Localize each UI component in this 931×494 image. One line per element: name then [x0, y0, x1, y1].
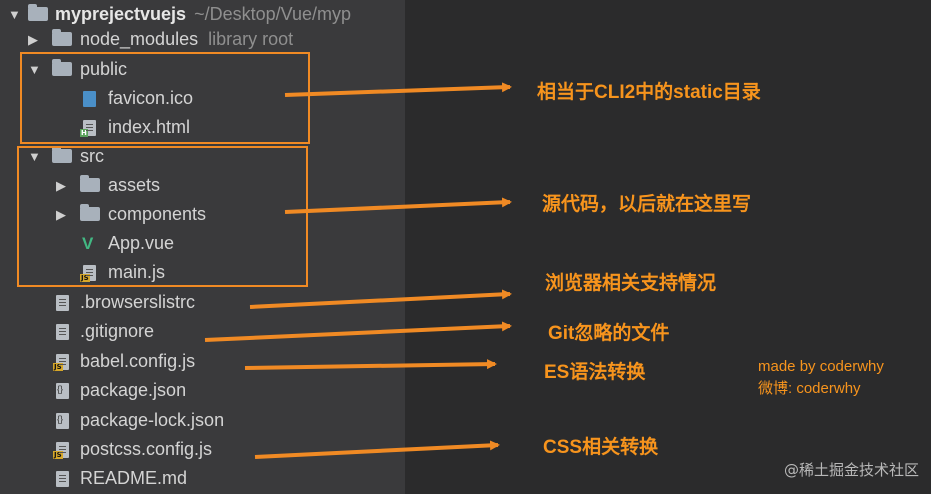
browserslistrc-label: .browserslistrc — [80, 292, 196, 312]
expand-arrow-icon[interactable]: ▼ — [28, 62, 41, 77]
annotation-public: 相当于CLI2中的static目录 — [537, 82, 761, 103]
postcss-config-label: postcss.config.js — [80, 439, 213, 459]
readme-label: README.md — [80, 468, 188, 488]
arrow-postcss — [254, 440, 500, 459]
arrow-babel — [244, 359, 497, 370]
root-folder-path: ~/Desktop/Vue/myp — [194, 4, 351, 24]
collapse-arrow-icon[interactable]: ▶ — [28, 32, 38, 47]
html-file-icon: H — [80, 120, 96, 137]
public-highlight-box — [20, 52, 310, 144]
index-html-label: index.html — [108, 117, 191, 137]
babel-config-label: babel.config.js — [80, 351, 196, 371]
assets-label: assets — [108, 175, 161, 195]
root-folder-name: myprejectvuejs — [55, 4, 187, 24]
components-label: components — [108, 204, 207, 224]
annotation-postcss: CSS相关转换 — [543, 437, 659, 458]
json-file-icon — [56, 383, 69, 399]
annotation-babel: ES语法转换 — [544, 362, 646, 383]
credit-block: made by coderwhy 微博: coderwhy — [758, 356, 884, 400]
json-file-icon — [56, 413, 69, 429]
favicon-label: favicon.ico — [108, 88, 194, 108]
src-folder-label: src — [80, 146, 104, 166]
expand-arrow-icon[interactable]: ▼ — [8, 7, 21, 22]
node-modules-label: node_modules — [80, 29, 199, 49]
credit-line-2: 微博: coderwhy — [758, 380, 861, 397]
js-file-icon: JS — [53, 442, 69, 459]
js-file-icon: JS — [80, 265, 96, 282]
arrow-public — [284, 82, 512, 97]
image-file-icon — [83, 91, 96, 107]
main-js-label: main.js — [108, 262, 166, 282]
app-vue-label: App.vue — [108, 233, 175, 253]
folder-icon — [52, 59, 72, 76]
folder-icon — [28, 4, 48, 21]
annotation-browserslist: 浏览器相关支持情况 — [545, 273, 717, 294]
src-highlight-box — [17, 146, 308, 287]
collapse-arrow-icon[interactable]: ▶ — [56, 207, 66, 222]
folder-icon — [80, 175, 100, 192]
arrow-browserslist — [249, 289, 512, 309]
expand-arrow-icon[interactable]: ▼ — [28, 149, 41, 164]
text-file-icon — [56, 295, 69, 311]
project-tree-panel: ▼ myprejectvuejs ~/Desktop/Vue/myp ▶ node… — [0, 0, 405, 494]
markdown-file-icon — [56, 471, 69, 487]
arrow-gitignore — [204, 321, 512, 342]
watermark: @稀土掘金技术社区 — [783, 461, 919, 479]
folder-icon — [80, 204, 100, 221]
library-root-tag: library root — [208, 29, 294, 49]
folder-icon — [52, 146, 72, 163]
public-folder-label: public — [80, 59, 128, 79]
collapse-arrow-icon[interactable]: ▶ — [56, 178, 66, 193]
text-file-icon — [56, 324, 69, 340]
folder-icon — [52, 29, 72, 46]
annotation-gitignore: Git忽略的文件 — [548, 323, 670, 344]
package-json-label: package.json — [80, 380, 187, 400]
vue-file-icon: V — [82, 234, 94, 253]
package-lock-label: package-lock.json — [80, 410, 225, 430]
js-file-icon: JS — [53, 354, 69, 371]
annotation-src: 源代码，以后就在这里写 — [542, 194, 752, 215]
gitignore-label: .gitignore — [80, 321, 155, 341]
credit-line-1: made by coderwhy — [758, 358, 884, 375]
arrow-src — [284, 197, 512, 214]
